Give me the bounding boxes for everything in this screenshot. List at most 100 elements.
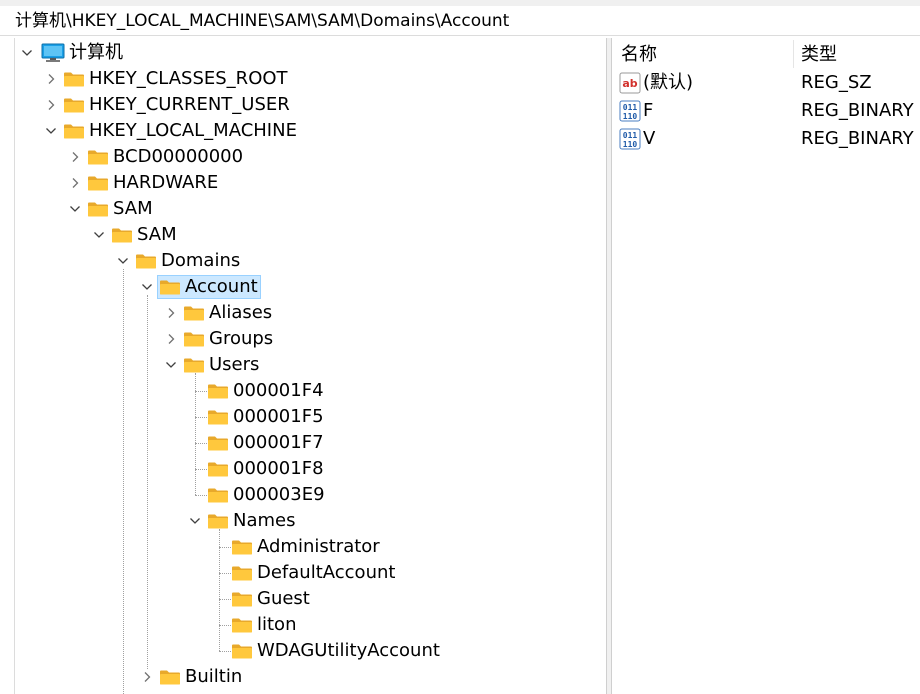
tree-node-administrator[interactable]: Administrator (15, 534, 607, 560)
column-header-name[interactable]: 名称 (621, 44, 657, 65)
tree-node-sam[interactable]: SAM (15, 222, 607, 248)
tree-label[interactable]: Account (183, 275, 261, 299)
tree-node-bcd00000000[interactable]: BCD00000000 (15, 144, 607, 170)
svg-text:ab: ab (622, 77, 637, 90)
value-row[interactable]: 011 110 V REG_BINARY (613, 125, 920, 153)
chevron-down-icon[interactable] (137, 274, 157, 300)
window-top-strip (0, 0, 920, 6)
folder-icon (207, 409, 229, 425)
tree-label[interactable]: HKEY_CLASSES_ROOT (89, 68, 288, 89)
tree-guide-horizontal (195, 417, 207, 418)
tree-node-000001f5[interactable]: 000001F5 (15, 404, 607, 430)
tree-label[interactable]: Guest (257, 588, 310, 609)
tree-node-000001f4[interactable]: 000001F4 (15, 378, 607, 404)
binary-value-icon: 011 110 (619, 100, 641, 122)
tree-guide-horizontal (219, 573, 231, 574)
tree-guide-vertical (123, 269, 124, 694)
chevron-right-icon[interactable] (41, 92, 61, 118)
registry-tree-pane[interactable]: 计算机 HKEY_CLASSES_ROOT HKEY_CURRENT_USER … (14, 38, 607, 694)
tree-label[interactable]: Aliases (209, 302, 273, 323)
tree-guide-horizontal (195, 495, 207, 496)
tree-node-hkey-local-machine[interactable]: HKEY_LOCAL_MACHINE (15, 118, 607, 144)
tree-label[interactable]: Domains (161, 250, 241, 271)
pane-splitter[interactable] (606, 38, 612, 694)
chevron-down-icon[interactable] (161, 352, 181, 378)
tree-label-computer[interactable]: 计算机 (69, 42, 123, 63)
tree-node-hkey-current-user[interactable]: HKEY_CURRENT_USER (15, 92, 607, 118)
tree-node-000001f7[interactable]: 000001F7 (15, 430, 607, 456)
tree-node-account[interactable]: Account (15, 274, 607, 300)
tree-label[interactable]: SAM (113, 198, 153, 219)
values-list-pane[interactable]: 名称 类型 ab (默认) REG_SZ 011 110 F REG_BINAR… (613, 38, 920, 694)
folder-icon (159, 669, 181, 685)
chevron-right-icon[interactable] (65, 170, 85, 196)
tree-node-domains[interactable]: Domains (15, 248, 607, 274)
chevron-down-icon[interactable] (41, 118, 61, 144)
tree-label[interactable]: 000001F5 (233, 406, 324, 427)
chevron-down-icon[interactable] (65, 196, 85, 222)
tree-label[interactable]: WDAGUtilityAccount (257, 640, 440, 661)
folder-icon (231, 565, 253, 581)
tree-label[interactable]: HARDWARE (113, 172, 219, 193)
tree-node-sam[interactable]: SAM (15, 196, 607, 222)
chevron-right-icon[interactable] (161, 326, 181, 352)
tree-node-hkey-classes-root[interactable]: HKEY_CLASSES_ROOT (15, 66, 607, 92)
tree-label[interactable]: HKEY_CURRENT_USER (89, 94, 290, 115)
svg-text:110: 110 (623, 140, 638, 149)
tree-label[interactable]: 000001F8 (233, 458, 324, 479)
address-bar[interactable]: 计算机\HKEY_LOCAL_MACHINE\SAM\SAM\Domains\A… (0, 6, 920, 36)
chevron-down-icon[interactable] (113, 248, 133, 274)
tree-guide-horizontal (219, 599, 231, 600)
chevron-down-icon[interactable] (89, 222, 109, 248)
tree-node-users[interactable]: Users (15, 352, 607, 378)
tree-label[interactable]: Administrator (257, 536, 380, 557)
tree-label[interactable]: Users (209, 354, 260, 375)
tree-node-liton[interactable]: liton (15, 612, 607, 638)
chevron-right-icon[interactable] (65, 144, 85, 170)
chevron-right-icon[interactable] (161, 300, 181, 326)
folder-icon (183, 331, 205, 347)
value-name[interactable]: F (643, 100, 654, 121)
tree-label[interactable]: 000003E9 (233, 484, 325, 505)
tree-label[interactable]: Builtin (185, 666, 243, 687)
value-row[interactable]: ab (默认) REG_SZ (613, 69, 920, 97)
chevron-right-icon[interactable] (137, 664, 157, 690)
value-name[interactable]: (默认) (643, 72, 694, 93)
tree-node-hardware[interactable]: HARDWARE (15, 170, 607, 196)
tree-label[interactable]: Groups (209, 328, 274, 349)
folder-icon (231, 591, 253, 607)
tree-node-defaultaccount[interactable]: DefaultAccount (15, 560, 607, 586)
binary-value-icon: 011 110 (619, 128, 641, 150)
chevron-right-icon[interactable] (41, 66, 61, 92)
tree-label[interactable]: liton (257, 614, 297, 635)
tree-label[interactable]: 000001F4 (233, 380, 324, 401)
value-row[interactable]: 011 110 F REG_BINARY (613, 97, 920, 125)
chevron-down-icon[interactable] (185, 508, 205, 534)
tree-node-wdagutilityaccount[interactable]: WDAGUtilityAccount (15, 638, 607, 664)
folder-icon (207, 513, 229, 529)
chevron-down-icon[interactable] (17, 40, 37, 66)
tree-root-computer[interactable]: 计算机 (15, 40, 607, 66)
tree-guide-horizontal (219, 547, 231, 548)
tree-label[interactable]: HKEY_LOCAL_MACHINE (89, 120, 297, 141)
tree-label[interactable]: SAM (137, 224, 177, 245)
tree-node-guest[interactable]: Guest (15, 586, 607, 612)
tree-node-000003e9[interactable]: 000003E9 (15, 482, 607, 508)
svg-text:110: 110 (623, 112, 638, 121)
tree-node-aliases[interactable]: Aliases (15, 300, 607, 326)
tree-node-groups[interactable]: Groups (15, 326, 607, 352)
tree-node-names[interactable]: Names (15, 508, 607, 534)
folder-icon (231, 617, 253, 633)
folder-icon (207, 383, 229, 399)
column-header-type[interactable]: 类型 (801, 44, 837, 65)
tree-node-builtin[interactable]: Builtin (15, 664, 607, 690)
folder-icon (231, 539, 253, 555)
tree-label[interactable]: Names (233, 510, 296, 531)
column-divider[interactable] (793, 40, 794, 68)
tree-label[interactable]: BCD00000000 (113, 146, 244, 167)
string-value-icon: ab (619, 72, 641, 94)
tree-node-000001f8[interactable]: 000001F8 (15, 456, 607, 482)
tree-label[interactable]: 000001F7 (233, 432, 324, 453)
tree-label[interactable]: DefaultAccount (257, 562, 396, 583)
value-name[interactable]: V (643, 128, 656, 149)
